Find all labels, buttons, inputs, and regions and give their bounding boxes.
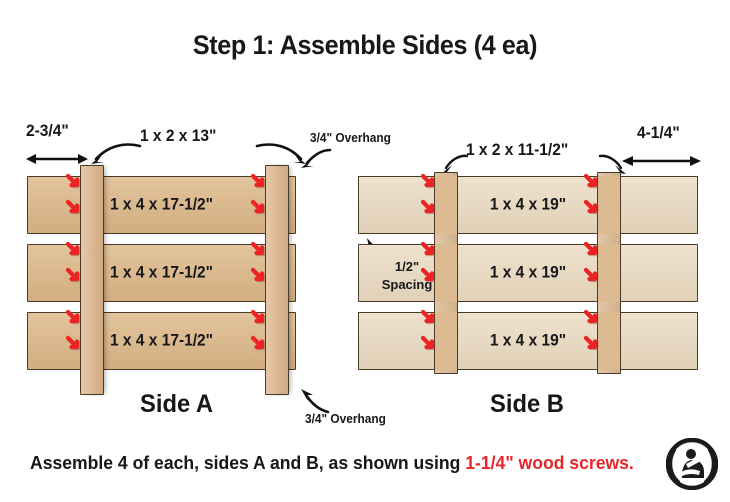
woodworker-circle-logo-icon: [665, 437, 719, 491]
side-b-board-1-label: 1 x 4 x 19": [489, 195, 567, 214]
caption-lead: Assemble 4 of each, sides A and B, as sh…: [30, 452, 466, 473]
side-b-stile-right-overlay: [597, 244, 621, 302]
side-b-stile-left-overlay: [434, 244, 458, 302]
side-a-stile-left: [80, 165, 104, 395]
side-b-stile-left-overlay: [434, 312, 458, 370]
side-b-spacing-word: Spacing: [381, 276, 433, 292]
instruction-caption: Assemble 4 of each, sides A and B, as sh…: [30, 452, 634, 474]
side-b-spacing-callout: 1/2" Spacing: [376, 258, 438, 293]
side-a-stile-right: [265, 165, 289, 395]
page-title: Step 1: Assemble Sides (4 ea): [192, 30, 538, 60]
side-a-board-2: 1 x 4 x 17-1/2": [27, 244, 296, 302]
side-b-right-margin-dim: 4-1/4": [637, 124, 680, 142]
side-b-board-1: 1 x 4 x 19": [358, 176, 698, 234]
caption-accent: 1-1/4" wood screws.: [465, 452, 634, 473]
side-b-stile-right-overlay: [597, 312, 621, 370]
side-a-left-margin-dim: 2-3/4": [26, 122, 69, 140]
side-a-assembly: 1 x 4 x 17-1/2" 1 x 4 x 17-1/2" 1 x 4 x …: [0, 150, 350, 400]
side-a-overhang-top-label: 3/4" Overhang: [310, 131, 391, 145]
side-a-board-2-label: 1 x 4 x 17-1/2": [109, 263, 214, 282]
side-a-overhang-bottom-label: 3/4" Overhang: [305, 412, 386, 426]
side-b-board-2: 1 x 4 x 19": [358, 244, 698, 302]
side-a-board-3: 1 x 4 x 17-1/2": [27, 312, 296, 370]
side-a-board-3-label: 1 x 4 x 17-1/2": [109, 331, 214, 350]
side-b-stile-left-overlay: [434, 176, 458, 234]
side-a-board-1-label: 1 x 4 x 17-1/2": [109, 195, 214, 214]
side-a-name: Side A: [140, 390, 214, 418]
side-b-name: Side B: [490, 390, 564, 418]
side-b-spacing-value: 1/2": [394, 259, 420, 274]
side-b-board-3: 1 x 4 x 19": [358, 312, 698, 370]
side-a-stile-dim: 1 x 2 x 13": [140, 127, 217, 145]
side-b-stile-right-overlay: [597, 176, 621, 234]
side-b-board-3-label: 1 x 4 x 19": [489, 331, 567, 350]
side-b-stile-dim: 1 x 2 x 11-1/2": [466, 141, 569, 159]
side-a-board-1: 1 x 4 x 17-1/2": [27, 176, 296, 234]
